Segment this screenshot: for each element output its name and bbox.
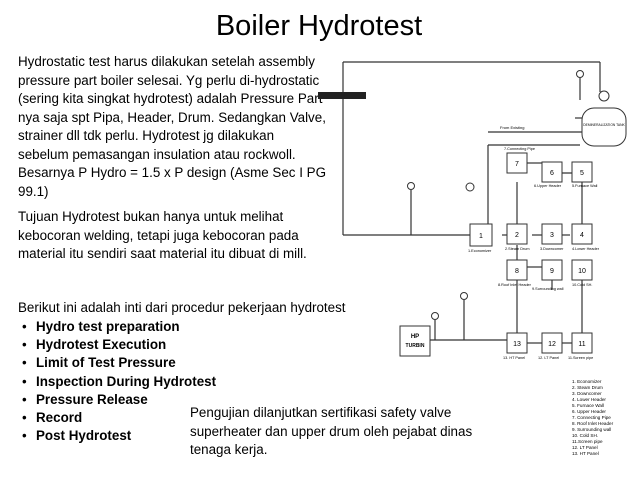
procedure-item: Hydrotest Execution xyxy=(18,336,216,354)
box-number: 11 xyxy=(578,341,585,348)
demin-tank-icon xyxy=(581,107,627,147)
box-caption: 9.Surrounding wall xyxy=(532,287,564,291)
legend-item: 6. Upper Header xyxy=(572,409,606,414)
legend-item: 11.Screen pipe xyxy=(572,439,603,444)
legend-item: 4. Lower Header xyxy=(572,397,606,402)
legend-item: 13. HT Panel xyxy=(572,451,599,456)
legend-item: 5. Furnace Wall xyxy=(572,403,604,408)
box-caption: 5.Furnace Wall xyxy=(572,184,598,188)
diagram-box xyxy=(506,332,528,354)
box-caption: 12. LT Panel xyxy=(538,356,559,360)
pressure-gauge-icon xyxy=(576,70,584,78)
legend-item: 1. Economizer xyxy=(572,379,602,384)
diagram-box xyxy=(571,223,593,245)
procedure-item: Hydro test preparation xyxy=(18,318,216,336)
pressure-gauge-icon xyxy=(407,182,415,190)
box-number: 2 xyxy=(515,232,519,239)
box-number: 1 xyxy=(479,233,483,240)
box-number: 5 xyxy=(580,170,584,177)
procedure-item: Limit of Test Pressure xyxy=(18,354,216,372)
box-number: 7 xyxy=(515,161,519,168)
box-caption: 6.Upper Header xyxy=(534,184,562,188)
diagram-box xyxy=(571,332,593,354)
legend-item: 3. Downcomer xyxy=(572,391,602,396)
box-caption: 10.Cold SH. xyxy=(572,283,592,287)
pump-icon xyxy=(465,182,475,192)
box-number: 4 xyxy=(580,232,584,239)
legend-item: 10. Cold SH. xyxy=(572,433,598,438)
legend-item: 9. Surrounding wall xyxy=(572,427,611,432)
legend-item: 12. LT Panel xyxy=(572,445,598,450)
diagram-box xyxy=(469,223,493,247)
box-number: 12 xyxy=(548,341,556,348)
box-caption: 4.Lower Header xyxy=(572,247,600,251)
hydrotest-piping-diagram: DEMINERALIZATION TANK From Existing 1 2 … xyxy=(318,61,627,456)
diagram-box xyxy=(541,223,563,245)
box-caption: 3.Downcomer xyxy=(540,247,564,251)
diagram-box xyxy=(541,259,563,281)
procedure-item: Pressure Release xyxy=(18,391,216,409)
diagram-box xyxy=(506,152,528,174)
box-number: 10 xyxy=(578,268,586,275)
diagram-box xyxy=(571,161,593,183)
hp-turbine-box xyxy=(399,325,431,357)
legend-item: 7. Connecting Pipe xyxy=(572,415,611,420)
box-caption: 11.Screen pipe xyxy=(568,356,593,360)
diagram-legend: 1. Economizer 2. Steam Drum 3. Downcomer… xyxy=(572,379,614,456)
box-number: 13 xyxy=(513,341,521,348)
diagram-box xyxy=(571,259,593,281)
diagram-box xyxy=(506,259,528,281)
box-number: 9 xyxy=(550,268,554,275)
steam-drum-icon xyxy=(318,92,366,99)
box-caption: 1.Economizer xyxy=(468,249,492,253)
hp-turbine-label: HP xyxy=(411,334,419,340)
box-number: 8 xyxy=(515,268,519,275)
box-caption: 7.Connecting Pipe xyxy=(504,147,535,151)
legend-item: 8. Roof Inlet Header xyxy=(572,421,614,426)
certification-note: Pengujian dilanjutkan sertifikasi safety… xyxy=(190,405,473,457)
box-caption: 2.Steam Drum xyxy=(505,247,529,251)
box-caption: 13. HT Panel xyxy=(503,356,525,360)
procedure-item: Post Hydrotest xyxy=(18,427,216,445)
box-caption: 8.Roof Inlet Header xyxy=(498,283,532,287)
purpose-paragraph: Tujuan Hydrotest bukan hanya untuk melih… xyxy=(18,209,307,261)
box-number: 6 xyxy=(550,170,554,177)
diagram-box xyxy=(506,223,528,245)
pressure-gauge-icon xyxy=(431,312,439,320)
procedure-item: Inspection During Hydrotest xyxy=(18,373,216,391)
demin-tank-label: DEMINERALIZATION TANK xyxy=(583,123,625,127)
slide-title: Boiler Hydrotest xyxy=(215,10,423,42)
intro-paragraph: Hydrostatic test harus dilakukan setelah… xyxy=(18,54,327,199)
procedure-item: Record xyxy=(18,409,216,427)
box-number: 3 xyxy=(550,232,554,239)
hp-turbine-label: TURBIN xyxy=(406,343,425,349)
procedure-intro: Berikut ini adalah inti dari procedur pe… xyxy=(18,300,346,315)
diagram-box xyxy=(541,332,563,354)
procedure-list: Hydro test preparation Hydrotest Executi… xyxy=(18,318,216,446)
legend-item: 2. Steam Drum xyxy=(572,385,603,390)
pressure-gauge-icon xyxy=(460,292,468,300)
from-existing-label: From Existing xyxy=(500,125,524,130)
diagram-box xyxy=(541,161,563,183)
pump-icon xyxy=(598,90,610,102)
